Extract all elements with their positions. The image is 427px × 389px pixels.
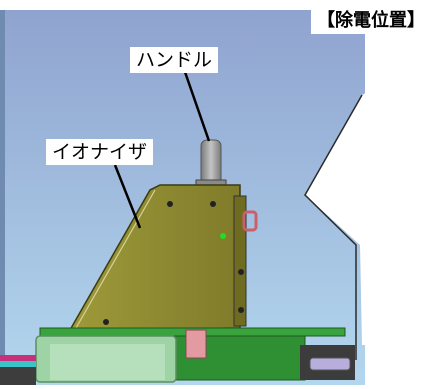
bolt — [238, 307, 244, 313]
bolt — [210, 201, 216, 207]
tray-inner — [50, 344, 165, 380]
ionizer-leader — [113, 164, 142, 229]
dark-strip — [0, 367, 36, 385]
pink-clamp — [185, 329, 207, 359]
page-title: 【除電位置】 — [311, 8, 427, 34]
ionizer-clip — [242, 210, 258, 232]
side-panel-edge — [304, 94, 363, 360]
bolt — [220, 233, 226, 239]
magenta-strip — [0, 355, 36, 361]
ionizer-label: イオナイザ — [46, 139, 154, 165]
handle-leader — [183, 71, 211, 142]
handle-label: ハンドル — [130, 47, 219, 73]
bolt — [238, 269, 244, 275]
left-edge — [0, 10, 5, 385]
bolt — [103, 319, 109, 325]
side-panel — [305, 60, 427, 345]
cyan-strip — [0, 361, 36, 367]
bolt — [167, 201, 173, 207]
ionizer-edge — [75, 189, 156, 329]
purple-pad — [309, 357, 351, 371]
